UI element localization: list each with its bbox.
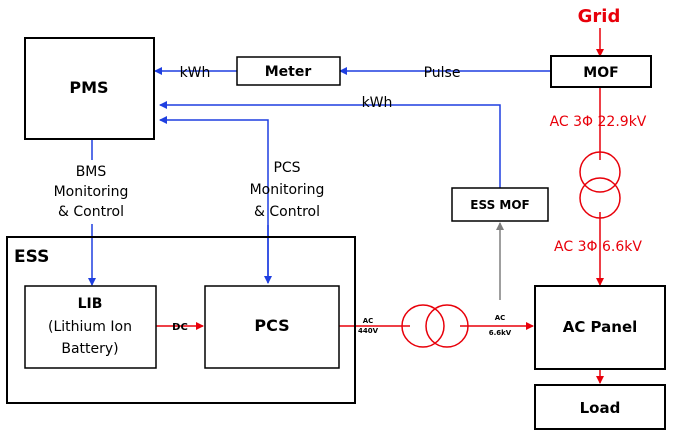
pcs-box bbox=[204, 285, 340, 369]
ess-container-box bbox=[6, 236, 356, 404]
grid-transformer-upper-coil bbox=[579, 151, 621, 193]
ac-440v-label-line1: AC bbox=[363, 317, 374, 325]
meter-label: Meter bbox=[265, 64, 312, 80]
ac-high-voltage-label: AC 3Φ 22.9kV bbox=[550, 114, 647, 130]
lib-label-line3: Battery) bbox=[61, 341, 118, 357]
pms-label: PMS bbox=[69, 78, 108, 97]
ess-mof-box bbox=[451, 187, 549, 222]
lib-label-line2: (Lithium Ion bbox=[48, 319, 132, 335]
grid-transformer-lower-coil bbox=[579, 177, 621, 219]
pcs-label: PCS bbox=[254, 316, 289, 335]
ess-mof-label: ESS MOF bbox=[470, 198, 529, 212]
pms-box bbox=[24, 37, 155, 140]
bms-monitoring-label-line1: BMS bbox=[76, 164, 107, 180]
ac-66kv-label-line1: AC bbox=[495, 314, 506, 322]
essmof-to-pms-line bbox=[159, 101, 501, 188]
bms-monitoring-label-line2: Monitoring bbox=[54, 184, 129, 200]
ac-panel-box bbox=[534, 285, 666, 370]
pcs-to-pms-line bbox=[159, 116, 269, 282]
kwh-meter-label: kWh bbox=[180, 65, 211, 81]
lib-box bbox=[24, 285, 157, 369]
ac-66kv-label-line2: 6.6kV bbox=[489, 329, 512, 337]
mof-label: MOF bbox=[583, 65, 618, 81]
meter-box bbox=[236, 56, 341, 86]
ess-transformer-left-coil bbox=[401, 304, 445, 348]
lib-label: LIB bbox=[78, 296, 103, 312]
ess-transformer-right-coil bbox=[425, 304, 469, 348]
load-box bbox=[534, 384, 666, 430]
pulse-label: Pulse bbox=[424, 65, 461, 81]
ess-container-label: ESS bbox=[14, 247, 49, 267]
pcs-monitoring-label-line2: Monitoring bbox=[250, 182, 325, 198]
ac-low-voltage-label: AC 3Φ 6.6kV bbox=[554, 239, 642, 255]
grid-label: Grid bbox=[578, 6, 621, 27]
pcs-monitoring-label-line3: & Control bbox=[254, 204, 320, 220]
dc-label: DC bbox=[172, 322, 188, 333]
load-label: Load bbox=[580, 399, 621, 417]
kwh-ess-label: kWh bbox=[362, 95, 393, 111]
ac-panel-label: AC Panel bbox=[563, 318, 638, 336]
bms-monitoring-label-line3: & Control bbox=[58, 204, 124, 220]
ac-440v-label-line2: 440V bbox=[358, 327, 379, 335]
pcs-monitoring-label-line1: PCS bbox=[273, 160, 300, 176]
mof-box bbox=[550, 55, 652, 88]
